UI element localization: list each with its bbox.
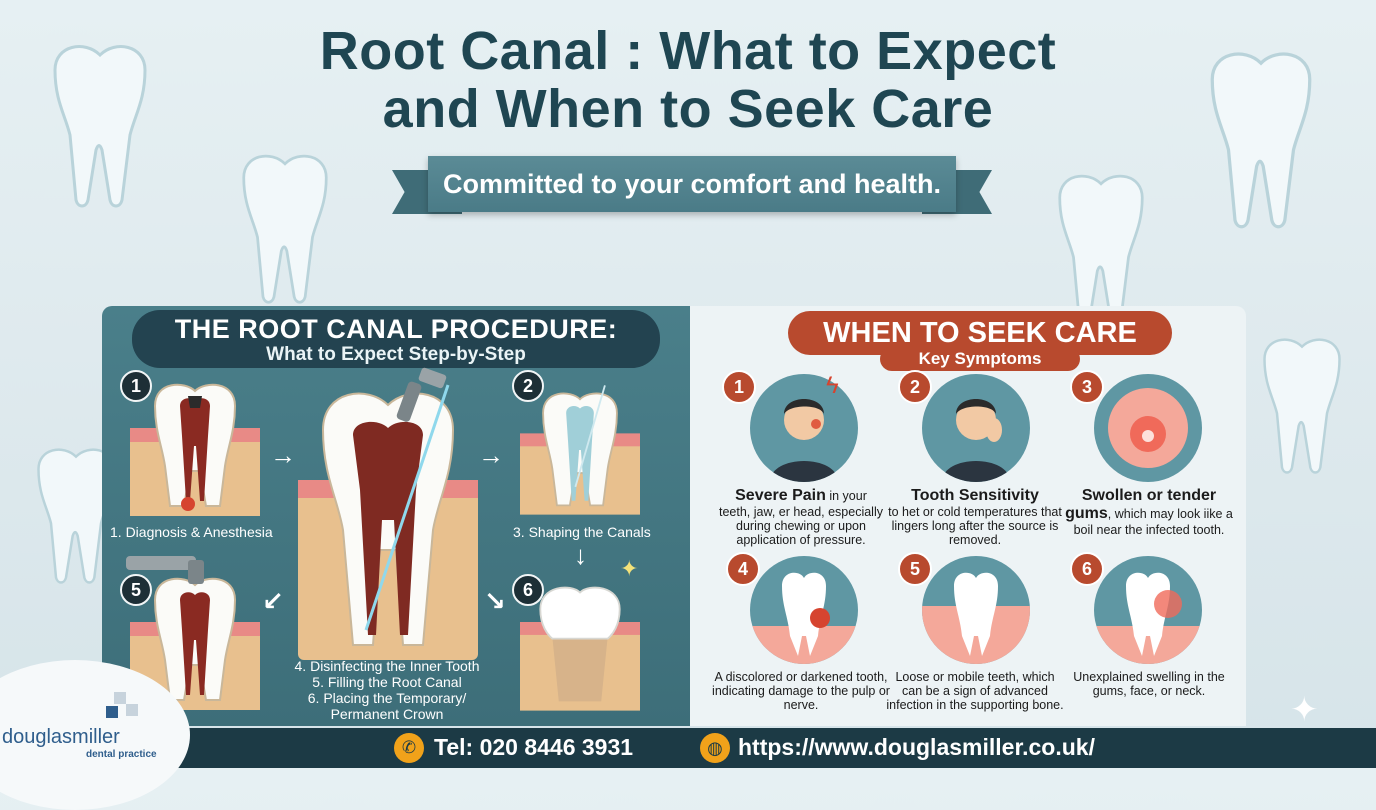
symptom-2-body: to het or cold temperatures that lingers… [888, 505, 1062, 547]
sparkle-icon: ✦ [1290, 691, 1319, 729]
symptom-2-illustration [922, 374, 1030, 482]
caption-line-2: 5. Filling the Root Canal [312, 674, 462, 690]
footer-bar [0, 728, 1376, 768]
phone-icon: ✆ [394, 733, 424, 763]
procedure-heading: THE ROOT CANAL PROCEDURE: [174, 314, 618, 344]
symptom-1-body: teeth, jaw, er head, especially during c… [719, 505, 883, 547]
lightning-icon: ϟ [826, 372, 839, 399]
title-line-2: and When to Seek Care [382, 79, 994, 139]
person-pain-icon [770, 399, 838, 482]
logo-subtitle: dental practice [86, 749, 157, 760]
arrow-down-right-icon: ↘ [484, 586, 506, 616]
symptom-5-number: 5 [898, 552, 932, 586]
page-title: Root Canal : What to Expect and When to … [0, 22, 1376, 138]
step-6-tooth-illustration [520, 586, 640, 711]
caption-line-4: Permanent Crown [330, 706, 444, 722]
procedure-subheading: What to Expect Step-by-Step [266, 344, 526, 365]
swelling-tooth-icon [1094, 572, 1202, 664]
dental-drill-icon [126, 556, 204, 584]
arrow-right-icon: → [270, 440, 296, 470]
background-tooth-left-1 [53, 45, 147, 208]
symptom-3-text: Swollen or tender gums, which may look i… [1060, 487, 1238, 537]
caption-line-1: 4. Disinfecting the Inner Tooth [294, 658, 480, 674]
symptom-4-illustration [750, 556, 858, 664]
person-sensitivity-icon [942, 399, 1010, 482]
symptom-3-body: , which may look iike a boil near the in… [1073, 507, 1233, 537]
symptom-4-text: A discolored or darkened tooth, indicati… [712, 670, 890, 712]
step-1-caption: 1. Diagnosis & Anesthesia [110, 524, 273, 540]
logo-squares-icon [106, 692, 138, 718]
title-line-1: Root Canal : What to Expect [319, 21, 1057, 81]
arrow-right-icon: → [478, 440, 504, 470]
step-6-number: 6 [512, 574, 544, 606]
arrow-down-left-icon: ↙ [262, 586, 284, 616]
step-3-caption: 3. Shaping the Canals [513, 524, 651, 540]
tagline-text: Committed to your comfort and health. [428, 156, 956, 212]
symptom-1-illustration [750, 374, 858, 482]
arrow-down-icon: ↓ [574, 540, 587, 570]
procedure-header: THE ROOT CANAL PROCEDURE: What to Expect… [132, 310, 660, 368]
step-2-tooth-illustration [520, 385, 640, 515]
symptom-5-illustration [922, 556, 1030, 664]
endodontic-file-icon [396, 367, 447, 422]
symptom-6-text: Unexplained swelling in the gums, face, … [1073, 670, 1225, 698]
symptom-2-bold: Tooth Sensitivity [911, 487, 1039, 504]
background-tooth-left-3 [37, 448, 115, 584]
background-tooth-right-3 [1263, 338, 1341, 474]
symptom-1-number: 1 [722, 370, 756, 404]
care-subheading: Key Symptoms [880, 347, 1080, 371]
globe-icon: ◍ [700, 733, 730, 763]
symptom-6-illustration [1094, 556, 1202, 664]
step-2-number: 2 [512, 370, 544, 402]
caption-line-3: 6. Placing the Temporary/ [307, 690, 467, 706]
step-5-number: 5 [120, 574, 152, 606]
symptom-2-number: 2 [898, 370, 932, 404]
center-tooth-illustration [298, 384, 478, 660]
step-1-number: 1 [120, 370, 152, 402]
symptom-1-bold: Severe Pain [735, 487, 826, 504]
swollen-gum-icon [1108, 388, 1188, 468]
symptom-2-text: Tooth Sensitivity to het or cold tempera… [886, 487, 1064, 547]
symptom-1-text: Severe Pain in your teeth, jaw, er head,… [712, 487, 890, 547]
tagline-ribbon: Committed to your comfort and health. [392, 156, 992, 218]
sparkle-icon: ✦ [620, 556, 639, 581]
symptom-3-number: 3 [1070, 370, 1104, 404]
footer-telephone[interactable]: Tel: 020 8446 3931 [434, 734, 634, 760]
background-tooth-left-2 [242, 154, 328, 304]
symptom-3-illustration [1094, 374, 1202, 482]
symptom-6-number: 6 [1070, 552, 1104, 586]
loose-tooth-icon [922, 572, 1030, 664]
symptom-5-text: Loose or mobile teeth, which can be a si… [886, 670, 1064, 712]
symptom-1-bold-tail: in your [825, 489, 867, 503]
symptom-4-number: 4 [726, 552, 760, 586]
background-tooth-right-2 [1058, 174, 1144, 324]
logo-name: douglasmiller [2, 726, 120, 748]
symptom-3-bold: Swollen or tender gums [1065, 487, 1217, 522]
center-caption: 4. Disinfecting the Inner Tooth 5. Filli… [272, 658, 502, 722]
step-1-tooth-illustration [130, 383, 260, 516]
background-tooth-right-1 [1210, 52, 1312, 229]
discolored-tooth-icon [750, 572, 858, 664]
footer-website-link[interactable]: https://www.douglasmiller.co.uk/ [738, 734, 1095, 760]
